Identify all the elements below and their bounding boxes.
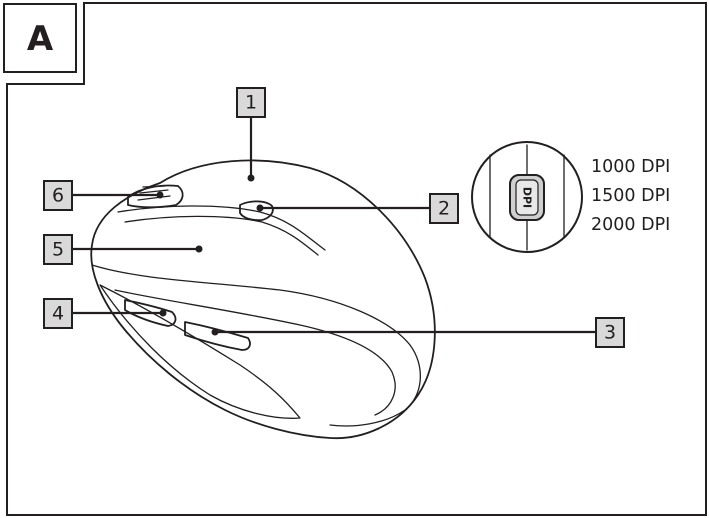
callout-label-1: 1 — [245, 92, 257, 114]
callout-1: 1 — [236, 87, 266, 182]
dpi-option-1500: 1500 DPI — [591, 186, 670, 206]
diagram-frame — [6, 2, 707, 516]
callout-6: 6 — [43, 180, 164, 211]
dpi-switch-inset: DPI — [471, 141, 583, 253]
mouse-illustration — [90, 159, 436, 440]
panel-letter: A — [27, 19, 54, 59]
callout-5: 5 — [43, 234, 203, 265]
callout-3: 3 — [211, 317, 625, 348]
callout-label-3: 3 — [604, 322, 616, 344]
mouse-side-grip — [99, 284, 301, 419]
callout-label-5: 5 — [52, 239, 64, 261]
panel-label: A — [3, 3, 77, 73]
callout-label-4: 4 — [52, 303, 64, 325]
dpi-button-label: DPI — [521, 187, 534, 208]
callout-4: 4 — [43, 298, 167, 329]
mouse-body-outline — [90, 159, 436, 440]
dpi-option-2000: 2000 DPI — [591, 215, 670, 235]
callout-label-2: 2 — [438, 198, 450, 220]
scroll-wheel — [127, 184, 184, 209]
callout-label-6: 6 — [52, 185, 64, 207]
dpi-button-on-mouse — [239, 200, 274, 222]
mouse-button-seam — [117, 205, 326, 251]
dpi-option-1000: 1000 DPI — [591, 157, 670, 177]
mouse-palm-edge — [91, 264, 421, 427]
callout-2: 2 — [256, 193, 459, 224]
